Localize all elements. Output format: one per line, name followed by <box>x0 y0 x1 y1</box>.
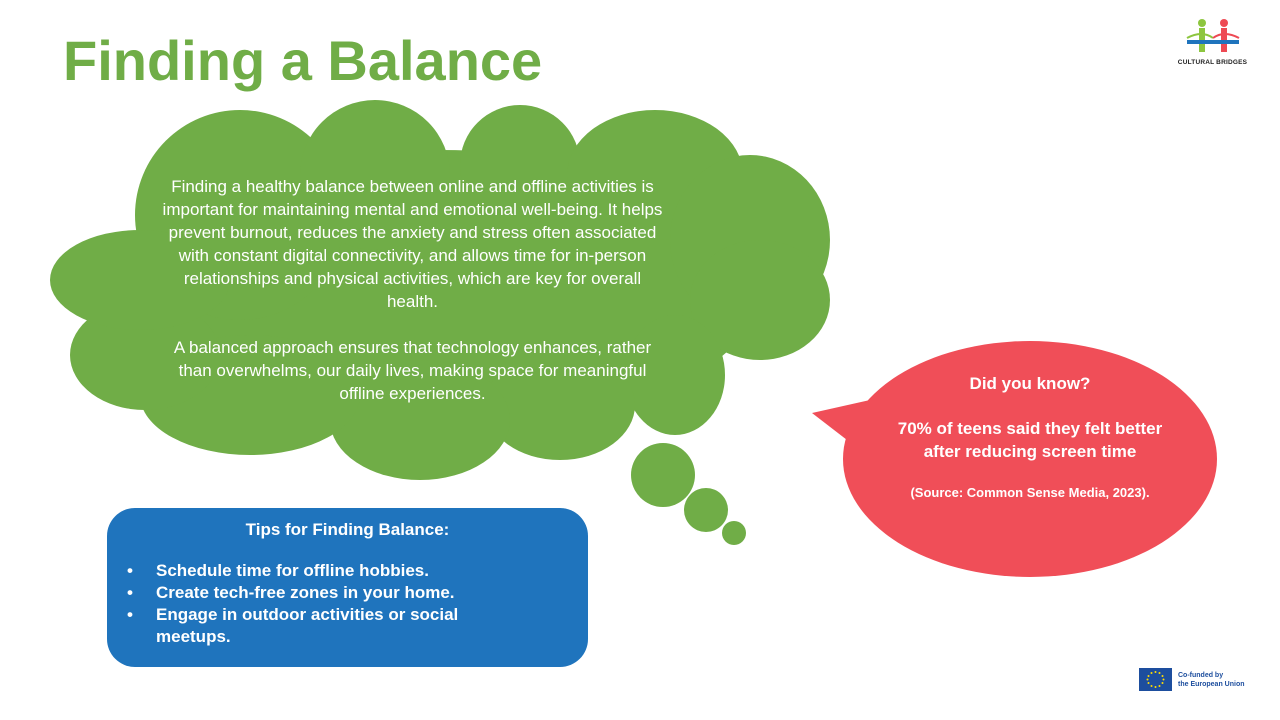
tips-heading: Tips for Finding Balance: <box>245 520 450 539</box>
eu-text-line2: the European Union <box>1178 680 1245 688</box>
speech-bubble <box>812 341 1217 577</box>
page-title: Finding a Balance <box>63 29 543 92</box>
eu-cofunded-badge: Co-funded by the European Union <box>1139 668 1245 691</box>
did-you-know-heading: Did you know? <box>969 374 1091 393</box>
bridge-people-icon <box>1186 19 1239 52</box>
did-you-know: Did you know? 70% of teens said they fel… <box>880 374 1180 502</box>
eu-flag-icon <box>1139 668 1172 691</box>
cultural-bridges-logo: CULTURAL BRIDGES <box>1175 18 1250 66</box>
cloud-paragraph-1: Finding a healthy balance between online… <box>162 177 663 311</box>
tip-item: Create tech-free zones in your home. <box>127 582 496 604</box>
tips-box: Tips for Finding Balance: Schedule time … <box>107 508 588 667</box>
thought-cloud <box>50 100 830 545</box>
eu-text-line1: Co-funded by <box>1178 671 1224 679</box>
tip-item: Engage in outdoor activities or social m… <box>127 604 496 648</box>
logo-text: CULTURAL BRIDGES <box>1177 59 1248 66</box>
tip-item: Schedule time for offline hobbies. <box>127 560 496 582</box>
did-you-know-stat: 70% of teens said they felt better after… <box>897 419 1163 461</box>
tips-list: Schedule time for offline hobbies. Creat… <box>127 560 568 648</box>
cloud-text: Finding a healthy balance between online… <box>160 175 665 428</box>
did-you-know-source: (Source: Common Sense Media, 2023). <box>910 485 1150 500</box>
cloud-paragraph-2: A balanced approach ensures that technol… <box>173 338 652 403</box>
